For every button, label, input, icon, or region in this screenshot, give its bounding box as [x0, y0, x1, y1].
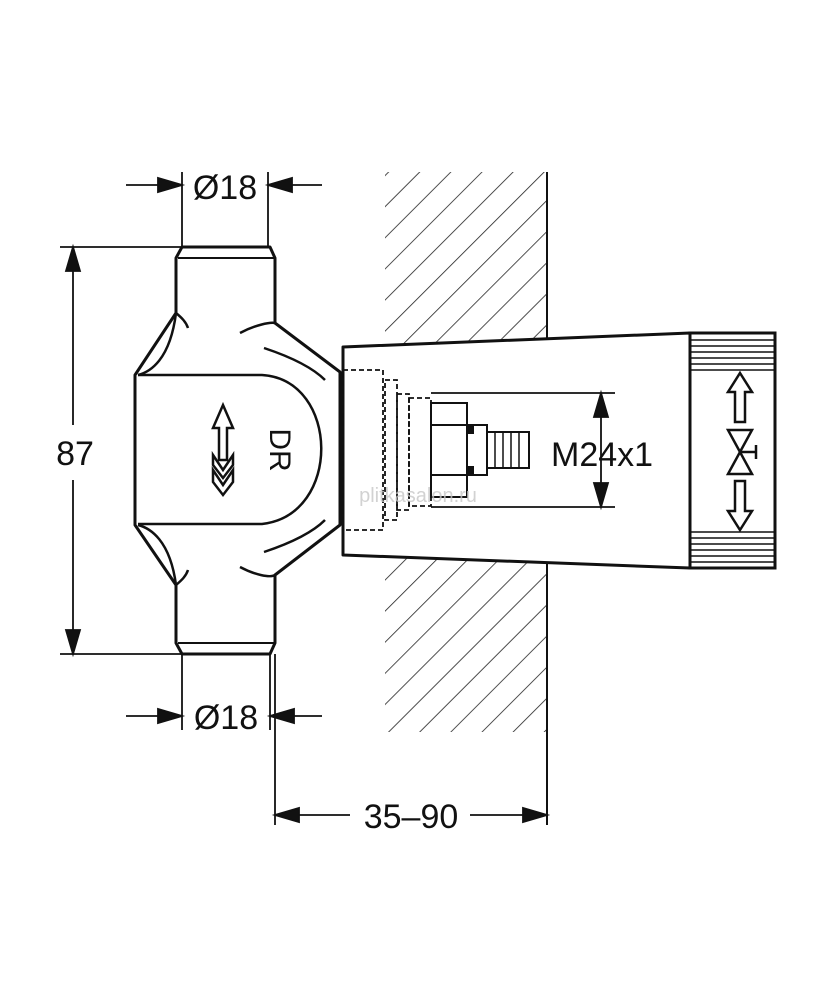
wall-depth-dimension [271, 654, 551, 825]
bottom-diameter-label: Ø18 [194, 699, 258, 737]
body-cut-top [175, 312, 190, 329]
wall-hatch-lower [385, 557, 547, 732]
top-diameter-label: Ø18 [193, 169, 257, 207]
cap-knurling-top [690, 339, 775, 371]
spindle-marker-bottom [466, 466, 474, 476]
spindle-visible [430, 402, 530, 498]
cap-outline [688, 331, 777, 570]
valve-body-outline [133, 245, 342, 656]
valve-body [133, 245, 342, 656]
valve-symbol-icon [725, 428, 758, 476]
top-arrow-right [264, 176, 293, 194]
thread-dimension [431, 389, 615, 511]
body-cut-bottom [175, 569, 190, 586]
wall-depth-label: 35–90 [364, 798, 459, 836]
flow-direction-icon [211, 401, 235, 498]
cap-knurling-bottom [690, 531, 775, 563]
depth-arrow-right [522, 806, 551, 824]
body-shoulder-bottom [239, 519, 326, 578]
thread-arrow-up [592, 389, 610, 418]
thread-label: M24x1 [551, 436, 653, 474]
top-arrow-left [157, 176, 186, 194]
bottom-arrow-right [266, 707, 295, 725]
height-dimension [60, 243, 182, 658]
hidden-bonnet [342, 369, 384, 531]
bottom-diameter-dimension [126, 654, 322, 730]
bottom-arrow-left [157, 707, 186, 725]
spindle-marker-top [466, 424, 474, 434]
spindle-splines [494, 432, 520, 468]
height-label: 87 [56, 435, 94, 473]
body-label: DR [263, 428, 296, 471]
spindle-hex-body [430, 402, 468, 498]
depth-arrow-left [271, 806, 300, 824]
close-arrow-down-icon [725, 479, 755, 533]
body-center-bulge [138, 373, 323, 526]
body-shoulder-top [239, 321, 326, 381]
spindle-tip [486, 431, 530, 469]
thread-arrow-down [592, 482, 610, 511]
height-arrow-bottom [64, 629, 82, 658]
threaded-cap [688, 331, 777, 570]
wall-section [385, 172, 548, 825]
watermark: plitkasalon.ru [359, 485, 477, 507]
open-arrow-up-icon [725, 370, 755, 424]
height-arrow-top [64, 243, 82, 272]
top-diameter-dimension [126, 172, 322, 247]
body-inner-curve-bottom [137, 523, 178, 586]
wall-hatch-upper [385, 172, 547, 347]
